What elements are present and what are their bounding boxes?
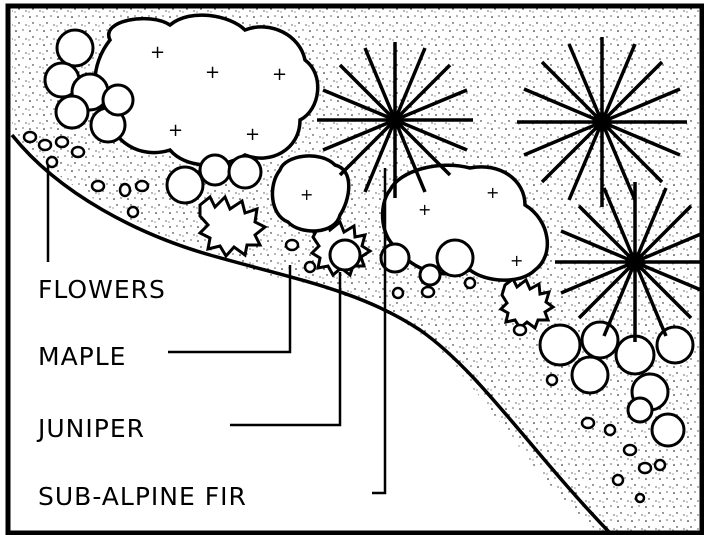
frame-border: [5, 3, 704, 535]
svg-text:+: +: [150, 42, 165, 63]
shrub-cluster-middle: [165, 153, 263, 205]
svg-text:+: +: [486, 183, 499, 202]
bed-edge: [10, 133, 612, 535]
flower-symbols: [22, 130, 667, 504]
svg-text:+: +: [272, 64, 287, 85]
maple-trees: + + + +: [270, 154, 550, 282]
label-sub-alpine-fir: SUB-ALPINE FIR: [38, 482, 247, 511]
label-juniper: JUNIPER: [36, 414, 145, 443]
leader-lines: [46, 165, 387, 495]
label-flowers: FLOWERS: [38, 275, 166, 304]
sub-alpine-fir-trees: [317, 37, 703, 342]
svg-text:+: +: [510, 251, 523, 270]
shrub-cluster-left: [43, 28, 135, 144]
leader-juniper: [230, 272, 342, 427]
svg-text:+: +: [168, 120, 183, 141]
leader-fir: [372, 168, 387, 495]
svg-text:+: +: [245, 124, 260, 145]
shrub-cluster-center: [328, 238, 475, 287]
label-maple: MAPLE: [38, 342, 126, 371]
fir-3: [555, 182, 703, 342]
leader-maple: [168, 265, 292, 354]
fir-1: [317, 42, 473, 198]
shrub-cluster-right: [538, 320, 695, 448]
fir-2: [517, 37, 687, 207]
svg-text:+: +: [300, 185, 313, 204]
deciduous-tree-large: + + + + +: [93, 13, 320, 167]
svg-text:+: +: [205, 62, 220, 83]
svg-text:+: +: [418, 200, 431, 219]
